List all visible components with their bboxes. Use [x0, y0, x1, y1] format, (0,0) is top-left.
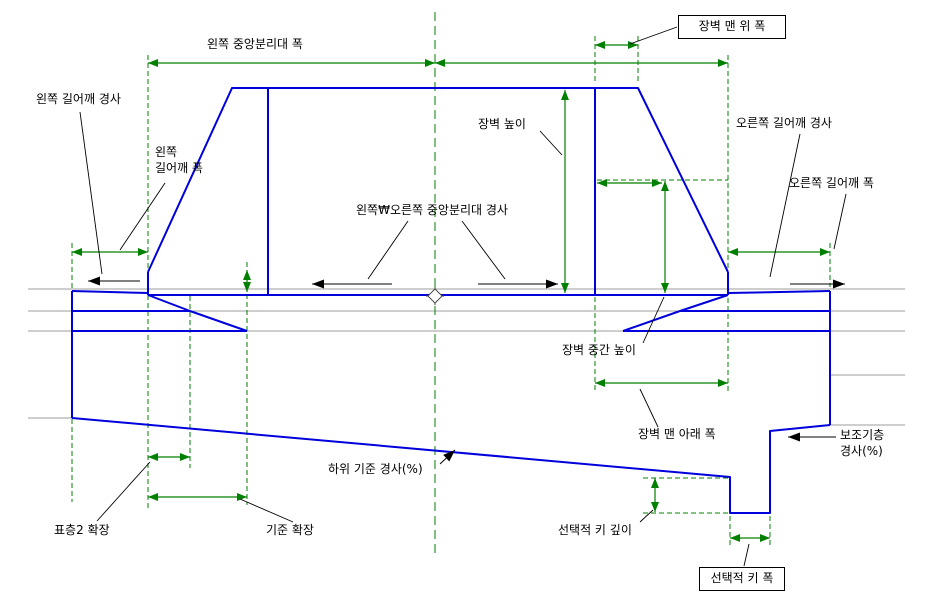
base-extension-label: 기준 확장	[266, 523, 314, 537]
barrier-bottom-width-label: 장벽 맨 아래 폭	[638, 427, 716, 441]
left-shoulder-width-label: 왼쪽 길어깨 폭	[155, 145, 203, 176]
right-shoulder-surface	[727, 290, 831, 294]
left-shoulder-width-line2: 길어깨 폭	[155, 160, 203, 175]
template-outline	[71, 87, 831, 514]
subgrade-slope-label: 하위 기준 경사(%)	[328, 462, 423, 476]
left-layer-bench	[147, 294, 248, 332]
subbase-slope-label: 보조기층 경사(%)	[840, 428, 884, 459]
left-median-width-label: 왼쪽 중앙분리대 폭	[207, 37, 303, 51]
dimension-lines	[72, 41, 830, 542]
barrier-mid-height-label: 장벽 중간 높이	[562, 343, 636, 357]
centerline-marker-icon	[426, 287, 444, 305]
leader-lines	[79, 26, 847, 567]
left-shoulder-width-line1: 왼쪽	[155, 145, 178, 159]
barrier-height-label: 장벽 높이	[478, 117, 526, 131]
subbase-slope-line1: 보조기층	[840, 428, 885, 442]
left-shoulder-surface	[71, 290, 149, 294]
slope-arrows	[88, 276, 845, 465]
reference-lines	[28, 288, 905, 426]
optional-key-depth-label: 선택적 키 깊이	[558, 523, 632, 537]
subgrade-slope-arrow	[439, 449, 456, 465]
barrier-top-width-label: 장벽 맨 위 폭	[678, 15, 786, 39]
surface2-extension-label: 표층2 확장	[54, 523, 110, 537]
left-shoulder-slope-label: 왼쪽 길어깨 경사	[36, 92, 121, 106]
subgrade-and-key	[71, 417, 831, 514]
right-shoulder-width-label: 오른쪽 길어깨 폭	[789, 176, 874, 190]
optional-key-width-label: 선택적 키 폭	[699, 567, 785, 591]
right-layer-bench	[622, 294, 729, 332]
right-shoulder-slope-label: 오른쪽 길어깨 경사	[736, 116, 832, 130]
median-slope-label: 왼쪽₩오른쪽 중앙분리대 경사	[356, 203, 508, 217]
subbase-slope-line2: 경사(%)	[840, 443, 883, 458]
median-barrier-slopes	[147, 87, 729, 273]
